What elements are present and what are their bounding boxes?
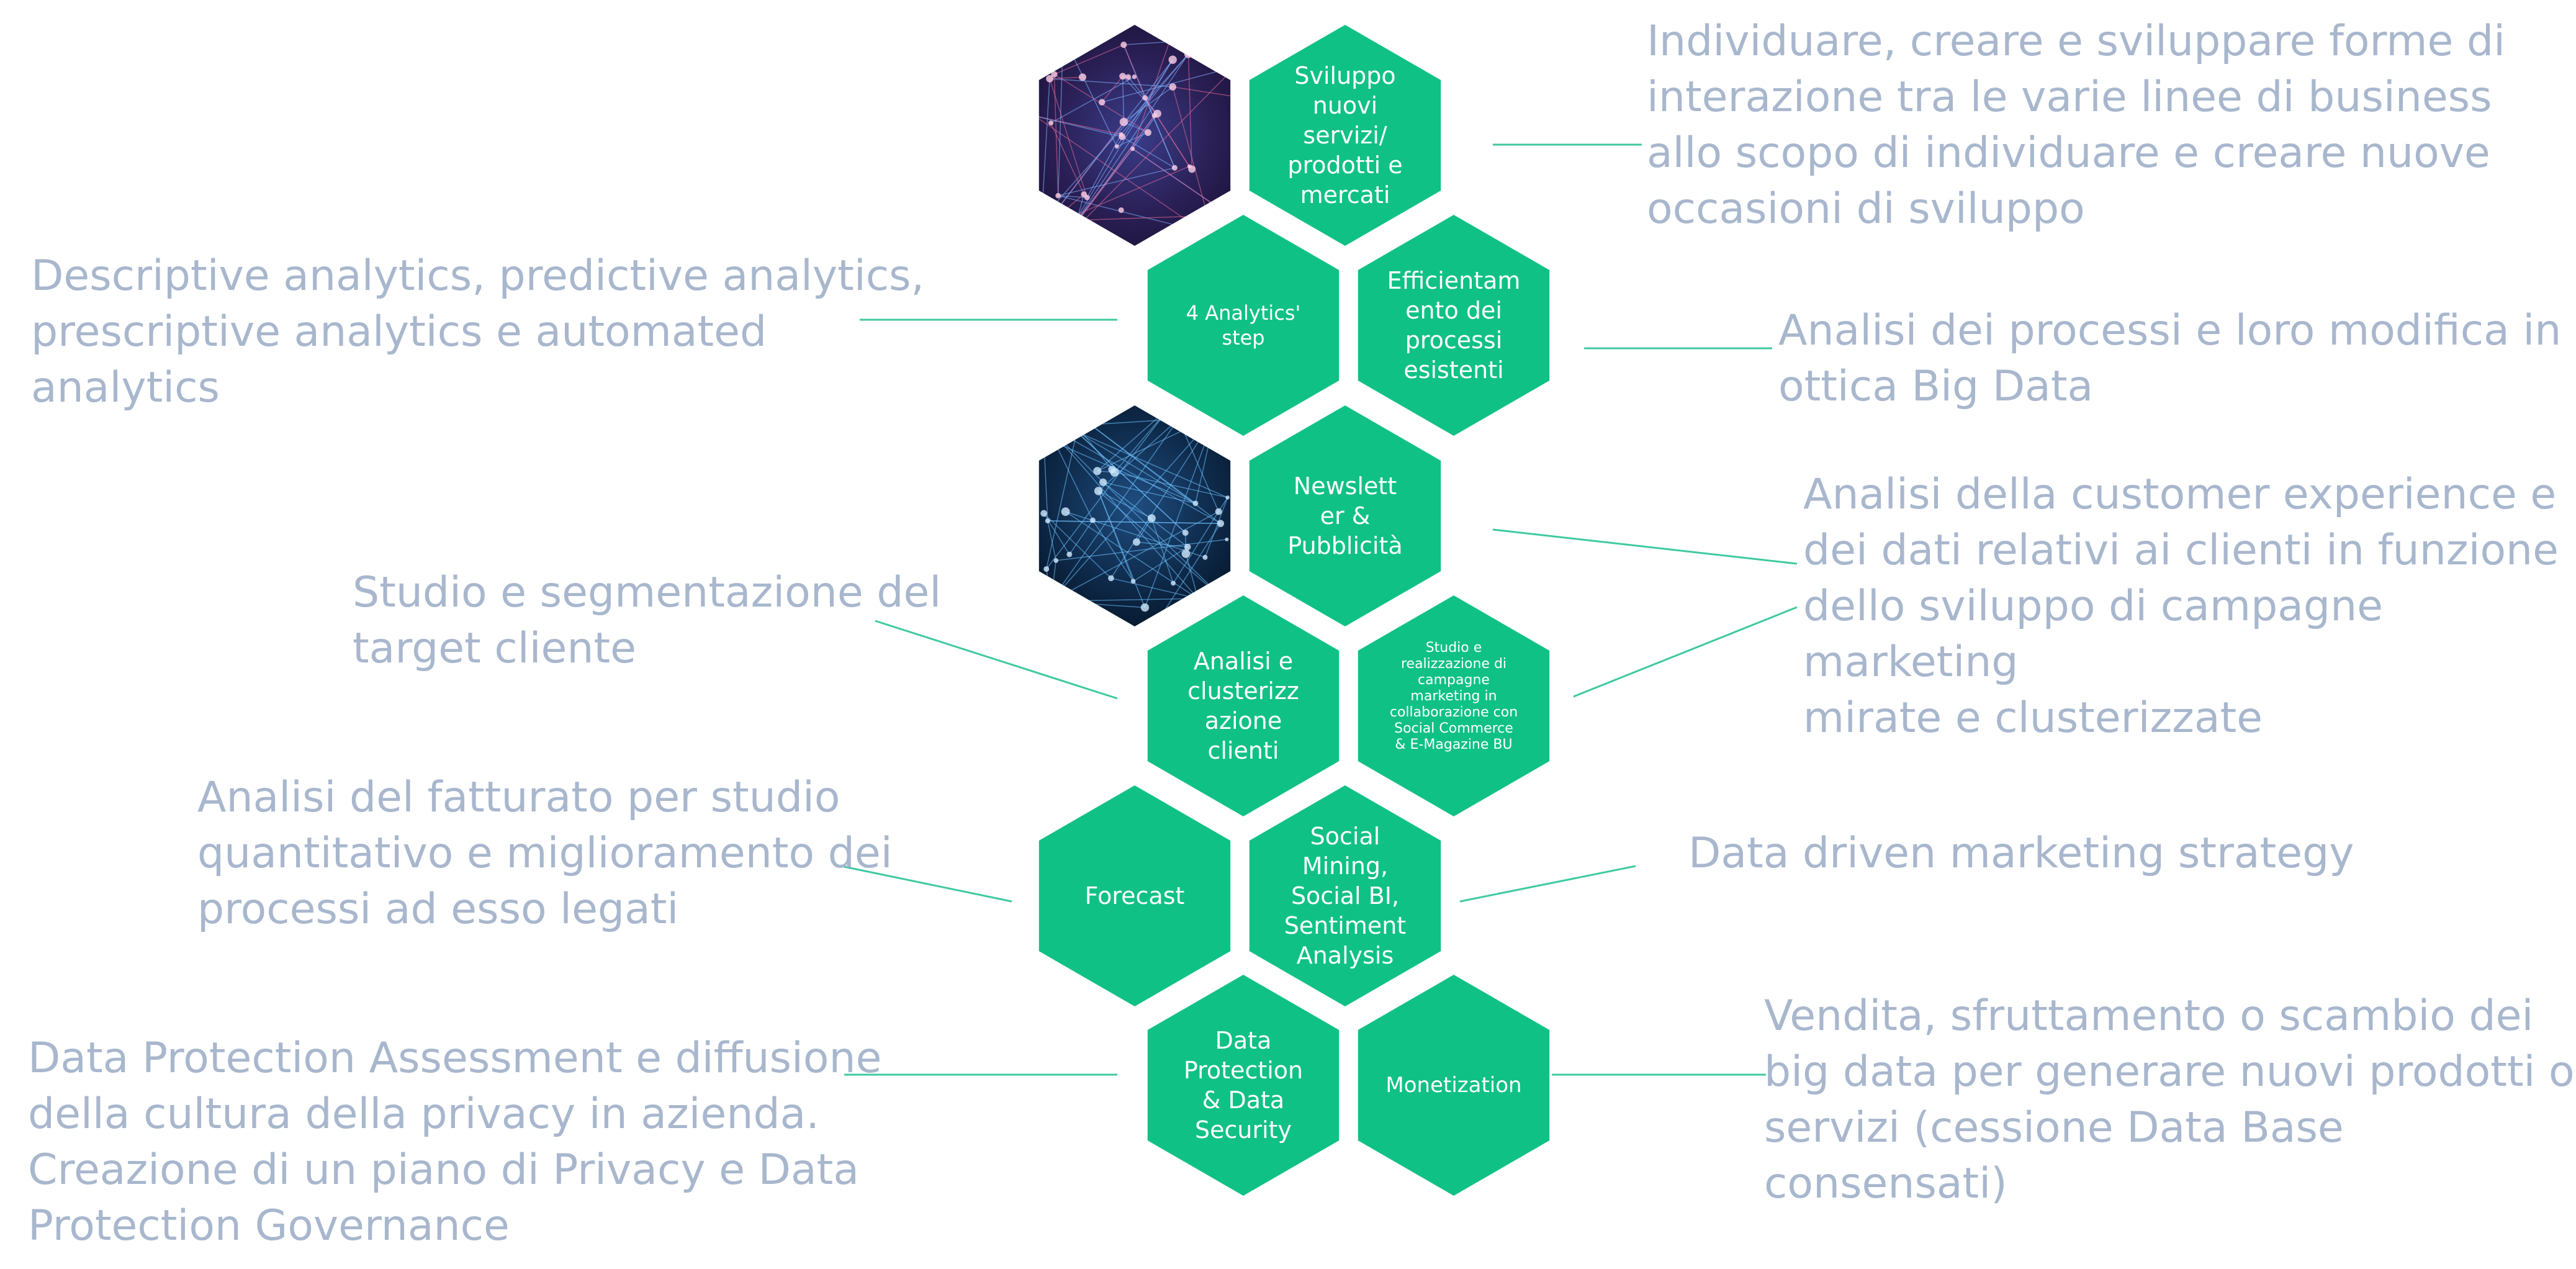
connector-lines: [840, 143, 1798, 1076]
connector-social-mining: [1459, 865, 1636, 903]
hex-label-analisi-clienti: Analisi e clusterizz azione clienti: [1187, 648, 1299, 764]
hexagon-sviluppo: [1249, 25, 1441, 246]
globe-image: [1038, 405, 1231, 626]
hexagon-efficientamento: [1358, 215, 1550, 436]
description-marketing: Data driven marketing strategy: [1688, 829, 2354, 878]
description-analytics: Descriptive analytics, predictive analyt…: [31, 251, 925, 412]
hexagon-analytics: [1147, 215, 1340, 436]
hex-label-forecast: Forecast: [1084, 882, 1185, 910]
connector-studio-campagne: [1573, 606, 1798, 698]
hexagon-newsletter: [1249, 405, 1441, 626]
hexagon-monetization: [1358, 975, 1550, 1196]
hex-label-data-protection: Data Protection & Data Security: [1183, 1027, 1304, 1144]
connector-analisi-clienti: [875, 620, 1118, 700]
hex-label-studio-campagne: Studio e realizzazione di campagne marke…: [1389, 640, 1518, 752]
hexagon-social-mining: [1249, 785, 1441, 1006]
hex-label-efficientamento: Efficientam ento dei processi esistenti: [1387, 267, 1521, 384]
hex-label-social-mining: Social Mining, Social BI, Sentiment Anal…: [1284, 823, 1407, 969]
hex-label-newsletter: Newslett er & Pubblicità: [1287, 472, 1403, 559]
photo-hexagons: [1038, 25, 1231, 626]
network-image: [1038, 25, 1231, 246]
hex-label-monetization: Monetization: [1385, 1073, 1522, 1098]
hexagon-analisi-clienti: [1147, 595, 1340, 816]
hexagon-studio-campagne: [1358, 595, 1550, 816]
hexagon-data-protection: [1147, 975, 1340, 1196]
hexagon-forecast: [1038, 785, 1231, 1006]
hex-label-analytics: 4 Analytics' step: [1186, 301, 1301, 350]
description-sviluppo: Individuare, creare e sviluppare forme d…: [1647, 17, 2506, 233]
hex-label-sviluppo: Sviluppo nuovi servizi/ prodotti e merca…: [1287, 62, 1403, 209]
connector-newsletter: [1492, 528, 1798, 565]
connector-fatturato: [840, 865, 1012, 903]
green-hexagons: [1038, 25, 1550, 1196]
